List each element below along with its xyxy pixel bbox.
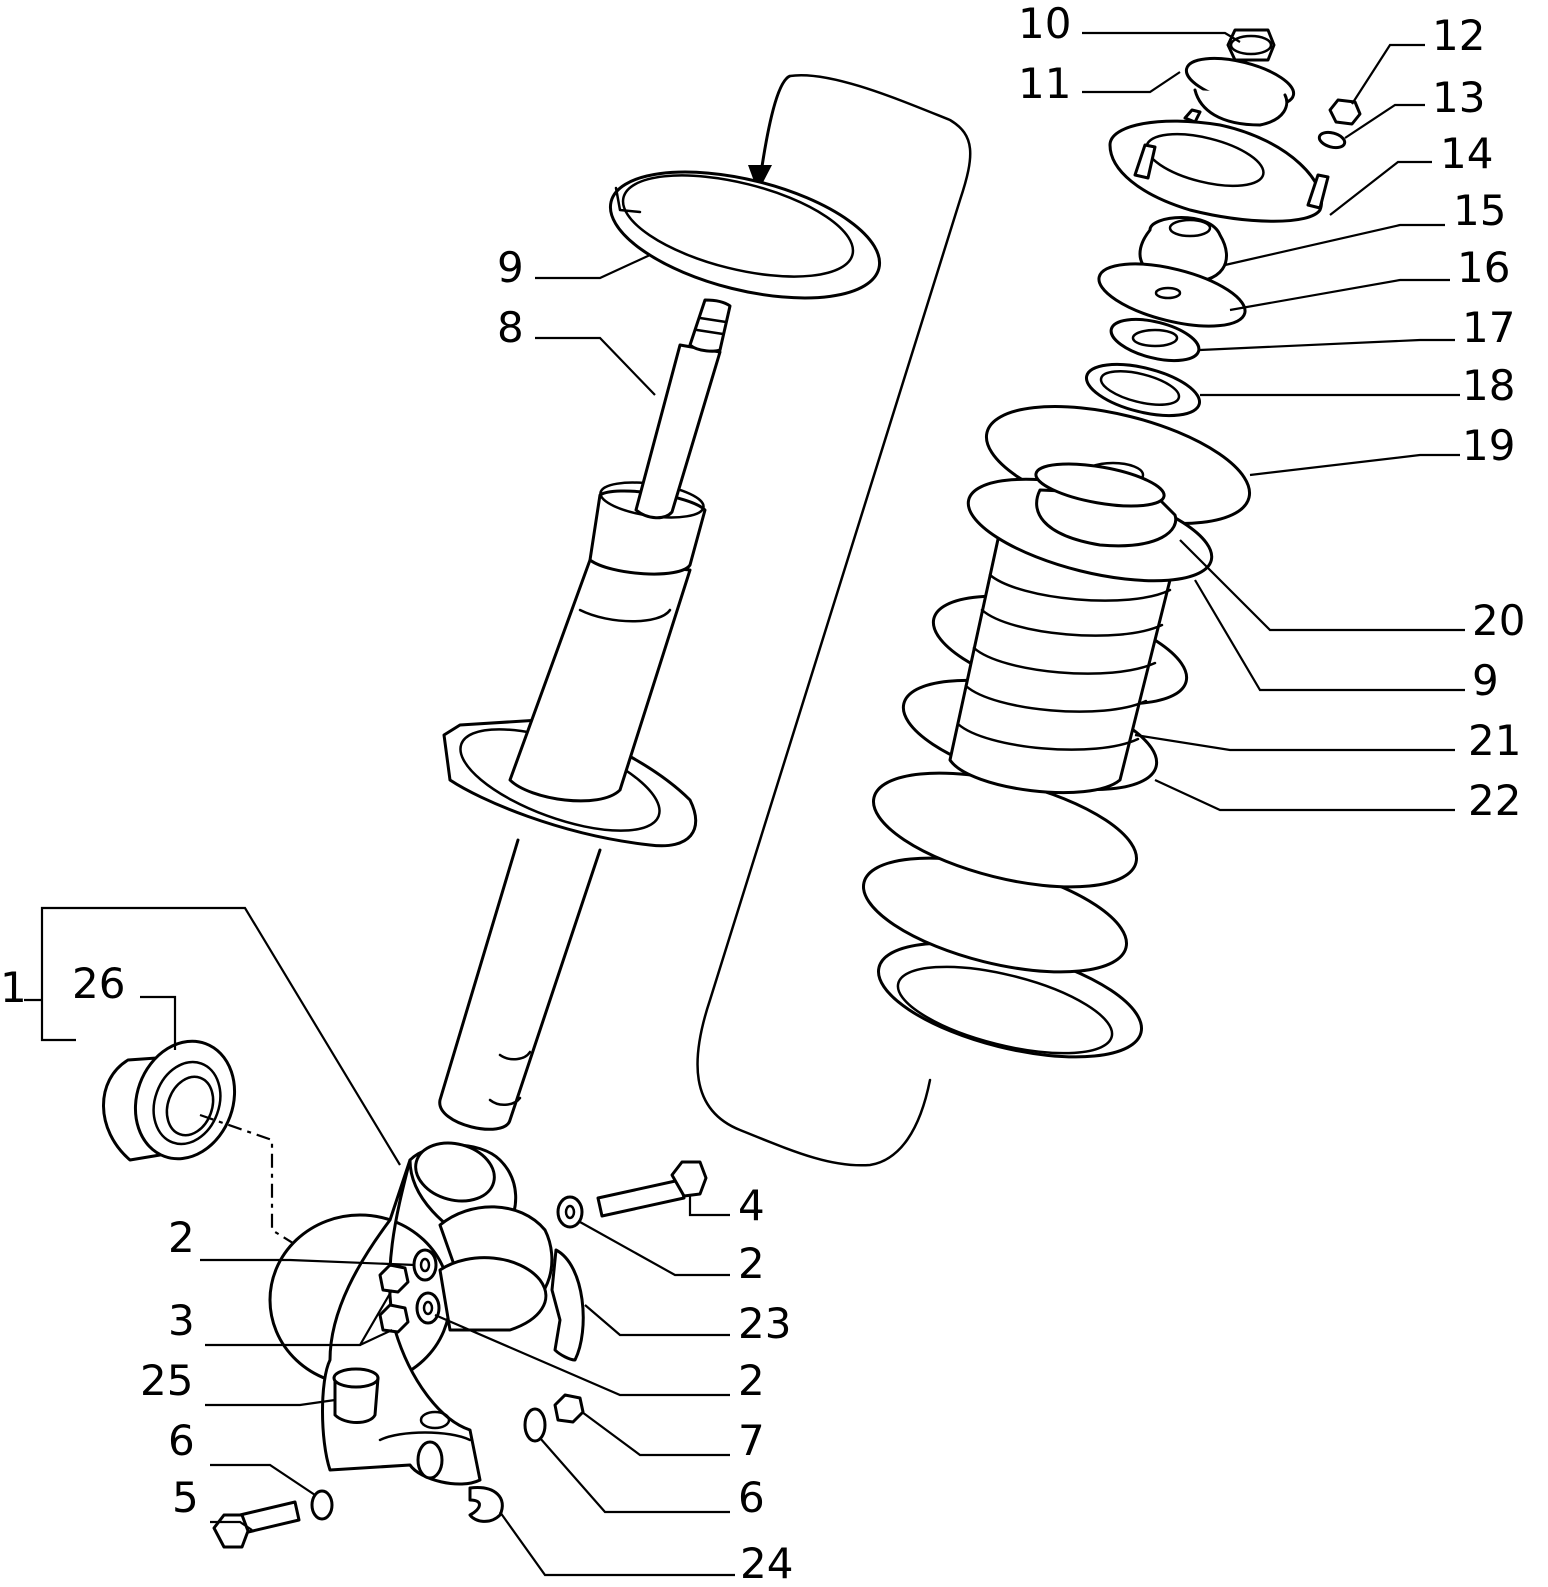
leader-6-left	[210, 1463, 316, 1496]
callout-19: 19	[1462, 421, 1515, 470]
part-24-clip	[468, 1486, 504, 1523]
callout-26: 26	[72, 959, 125, 1008]
callout-5: 5	[172, 1473, 199, 1522]
callout-11: 11	[1018, 59, 1071, 108]
leader-16	[1229, 278, 1450, 312]
part-9-spring-seat-upper	[608, 170, 882, 300]
callout-9-right: 9	[1472, 656, 1499, 705]
part-3-nut-upper	[378, 1263, 410, 1294]
leader-1-bracket	[40, 906, 401, 1166]
group-arrow	[758, 74, 791, 181]
callout-9-left: 9	[497, 243, 524, 292]
callout-21: 21	[1468, 716, 1521, 765]
assembly-group-outline	[696, 73, 972, 1167]
callout-6-right: 6	[738, 1473, 765, 1522]
part-12-nut	[1328, 98, 1362, 126]
part-6-washer-right	[523, 1407, 547, 1443]
leader-15	[1224, 223, 1445, 267]
callout-25: 25	[140, 1356, 193, 1405]
part-16-dust-cap	[1097, 262, 1247, 328]
callout-12: 12	[1432, 11, 1485, 60]
leader-10	[1082, 31, 1241, 43]
part-10-nut	[1226, 28, 1276, 62]
part-11-upper-bushing	[1184, 56, 1296, 127]
leader-14	[1329, 160, 1432, 216]
callout-3: 3	[168, 1296, 195, 1345]
leader-22	[1154, 779, 1455, 812]
leader-6-right	[539, 1437, 730, 1514]
leader-20	[1179, 539, 1465, 632]
leader-2-right-upper	[579, 1221, 730, 1277]
leader-7	[581, 1411, 730, 1457]
leader-3b	[359, 1329, 393, 1346]
leader-4	[688, 1195, 730, 1217]
part-4-bolt	[596, 1160, 708, 1218]
leader-26	[140, 995, 177, 1050]
callout-2-right-upper: 2	[738, 1239, 765, 1288]
leader-13	[1344, 103, 1425, 139]
callout-2-right-lower: 2	[738, 1356, 765, 1405]
callout-10: 10	[1018, 0, 1071, 48]
part-2-washer-lower	[415, 1291, 441, 1325]
part-6-washer-left	[310, 1489, 334, 1521]
callout-8: 8	[497, 303, 524, 352]
callout-20: 20	[1472, 596, 1525, 645]
callout-7: 7	[738, 1416, 765, 1465]
part-20-spring-pad	[1034, 462, 1178, 548]
leader-17	[1199, 338, 1455, 352]
leader-8	[535, 336, 656, 396]
part-7-nut	[553, 1393, 585, 1424]
leader-2-right-lower	[434, 1313, 730, 1397]
leader-19	[1249, 453, 1460, 477]
part-2-washer-upper	[412, 1248, 438, 1282]
part-21-dust-boot	[948, 528, 1177, 795]
callout-4: 4	[738, 1181, 765, 1230]
callout-24: 24	[740, 1539, 793, 1587]
leader-23	[584, 1304, 730, 1337]
callout-16: 16	[1457, 243, 1510, 292]
callout-18: 18	[1462, 361, 1515, 410]
callout-1: 1	[0, 963, 27, 1012]
leader-21	[1134, 733, 1455, 752]
part-5-bolt	[212, 1500, 301, 1549]
leader-12	[1351, 43, 1425, 105]
part-3-nut-lower	[378, 1303, 410, 1334]
callout-23: 23	[738, 1299, 791, 1348]
part-23-clip	[550, 1248, 585, 1362]
part-25-bushing	[332, 1367, 380, 1424]
leader-2-left	[200, 1258, 416, 1267]
group-arrow-head	[748, 165, 772, 192]
leader-11	[1082, 71, 1181, 94]
callout-14: 14	[1440, 129, 1493, 178]
part-2-washer-bolt	[556, 1195, 584, 1229]
callout-15: 15	[1453, 186, 1506, 235]
leader-9-left	[535, 254, 651, 280]
leader-25	[205, 1398, 336, 1407]
callout-6-left: 6	[168, 1416, 195, 1465]
callout-17: 17	[1462, 303, 1515, 352]
callout-13: 13	[1432, 73, 1485, 122]
part-17-bearing	[1109, 317, 1201, 363]
steering-knuckle	[268, 1141, 554, 1486]
part-26-wheel-bearing	[102, 1039, 237, 1162]
part-14-mount-plate	[1108, 108, 1330, 223]
callout-2-left: 2	[168, 1213, 195, 1262]
part-13-washer	[1317, 130, 1347, 150]
bearing-axis-line	[199, 1113, 321, 1261]
part-8-shock-absorber	[438, 298, 732, 1131]
leader-9-right	[1194, 579, 1465, 692]
leader-5	[210, 1520, 253, 1531]
leader-24	[499, 1511, 735, 1577]
part-18-ring	[1084, 362, 1202, 418]
callout-22: 22	[1468, 776, 1521, 825]
